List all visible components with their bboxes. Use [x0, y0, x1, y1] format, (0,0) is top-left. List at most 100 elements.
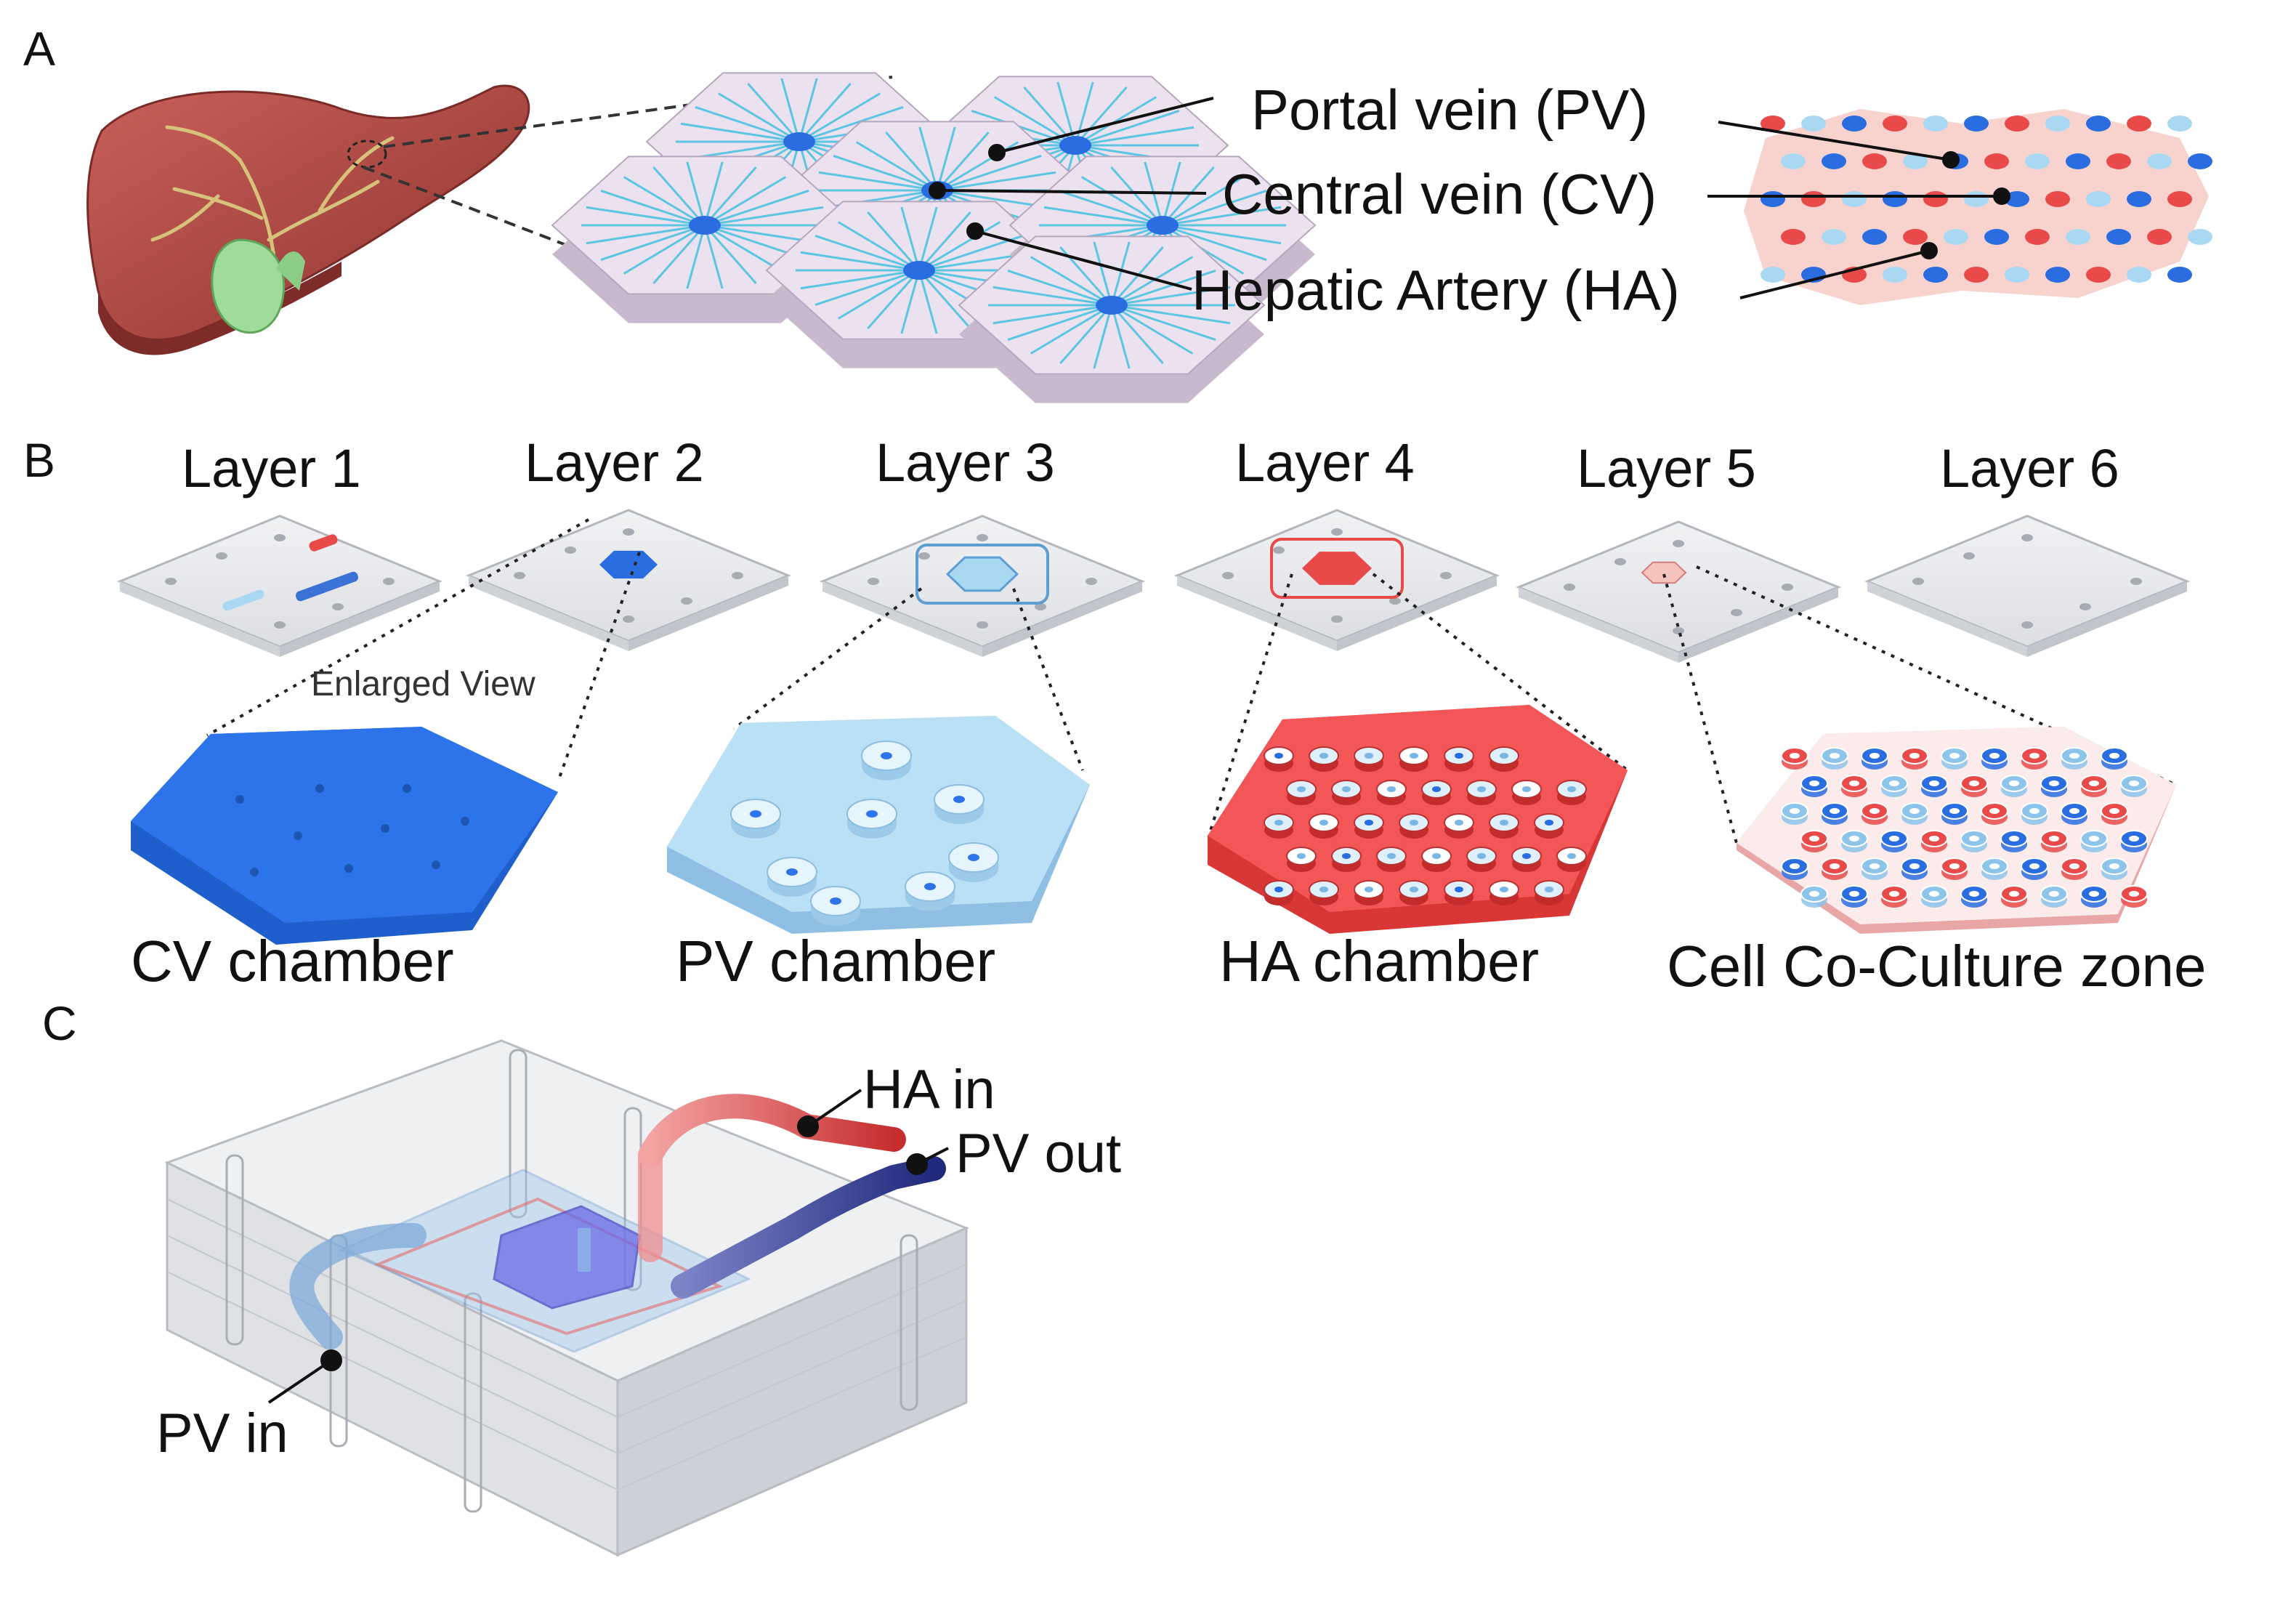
layer-plate-edge [1678, 587, 1838, 663]
label-hepatic-artery: Hepatic Artery (HA) [1192, 258, 1680, 322]
coculture-pattern-a [1744, 109, 2212, 305]
culture-well [1984, 229, 2009, 245]
coculture-well-center [2109, 753, 2119, 759]
layer1-channel [222, 589, 264, 611]
central-vein-dot [689, 216, 721, 235]
sinusoid-line [1059, 304, 1113, 365]
plate-hole [2079, 603, 2091, 610]
plate-hole [1086, 578, 1097, 585]
coculture-well-center [2029, 808, 2040, 814]
central-vein-dot [1059, 136, 1091, 155]
coculture-well-center [2049, 891, 2059, 897]
plate-hole [918, 552, 930, 560]
sinusoid-line [1007, 270, 1112, 307]
ha-post-center [1567, 853, 1576, 859]
sinusoid-line [1007, 304, 1112, 341]
sinusoid-line [918, 211, 971, 271]
culture-well [1761, 191, 1785, 207]
ha-post-center [1387, 853, 1396, 859]
plate-hole [1614, 558, 1626, 565]
culture-well [1883, 191, 1907, 207]
layer-plate-edge [1867, 581, 2027, 657]
layer-plate-edge [822, 581, 982, 657]
culture-well [1842, 116, 1867, 132]
plate-hole [2021, 534, 2033, 541]
culture-well [1761, 267, 1785, 283]
coculture-well-center [2049, 836, 2059, 842]
plate-hole [1273, 546, 1285, 554]
sinusoid-line [780, 78, 801, 142]
layer-plate-edge [280, 581, 440, 657]
sinusoid-line [1111, 270, 1216, 307]
culture-well [1964, 267, 1989, 283]
coculture-well-center [1809, 780, 1819, 786]
panel-letter-b: B [23, 433, 56, 487]
coculture-well-center [2069, 753, 2079, 759]
culture-well [2066, 229, 2090, 245]
sinusoid-line [937, 155, 1042, 192]
sinusoid-line [918, 221, 1001, 272]
sinusoid-line [652, 166, 706, 226]
plate-hole [383, 578, 395, 585]
culture-well [1903, 153, 1928, 169]
layer4-ha-hex [1302, 552, 1372, 585]
plate-hole [623, 528, 634, 536]
sinusoid-line [704, 190, 809, 227]
culture-well [2147, 153, 2172, 169]
sinusoid-line [680, 122, 800, 143]
sinusoid-line [818, 171, 938, 192]
culture-well [2086, 267, 2111, 283]
sinusoid-line [1030, 304, 1112, 355]
ha-post-center [1365, 820, 1373, 826]
pv-post-center [924, 883, 936, 890]
sinusoid-line [1074, 86, 1128, 146]
pv-post-center [830, 897, 841, 905]
ha-post-center [1319, 820, 1328, 826]
sinusoid-line [799, 92, 881, 143]
sinusoid-line [703, 161, 724, 226]
sinusoid-line [798, 78, 818, 142]
sinusoid-line [918, 270, 938, 334]
coculture-well-center [1849, 836, 1859, 842]
layer-plates [117, 509, 2190, 663]
sinusoid-line [936, 126, 956, 191]
sinusoid-line [1161, 166, 1215, 226]
layer5-coculture-hex [1641, 561, 1687, 584]
coculture-well-center [2069, 863, 2079, 869]
pv-post-center [953, 796, 965, 803]
coculture-well-center [2109, 808, 2119, 814]
plate-hole [1035, 603, 1046, 610]
sinusoid-line [837, 221, 920, 272]
plate-hole [868, 578, 879, 585]
culture-well [2005, 191, 2029, 207]
coculture-well-center [1929, 780, 1939, 786]
label-central-vein: Central vein (CV) [1222, 162, 1657, 226]
sinusoid-line [586, 224, 706, 245]
coculture-well-center [2009, 836, 2019, 842]
sinusoid-line [993, 304, 1112, 325]
culture-well [1883, 116, 1907, 132]
layer1-ha-channel [309, 534, 338, 552]
plate-hole [1331, 528, 1343, 536]
label-ha-chamber: HA chamber [1219, 929, 1540, 993]
label-cv-chamber: CV chamber [131, 929, 454, 993]
pv-chamber-hex [667, 716, 1090, 934]
plate-hole [1564, 584, 1575, 591]
coculture-well-center [2129, 891, 2139, 897]
ha-post-center [1319, 753, 1328, 759]
label-ha-in: HA in [863, 1059, 995, 1121]
sinusoid-line [1111, 256, 1194, 307]
layer4-channel [1270, 538, 1404, 599]
sinusoid-line [695, 106, 800, 143]
pv-post-center [968, 854, 979, 861]
device-port-leaders [267, 1089, 949, 1404]
culture-well [1964, 116, 1989, 132]
ha-post-center [1522, 786, 1531, 792]
coculture-well-center [1849, 891, 1859, 897]
coculture-well-center [1869, 753, 1880, 759]
coculture-well-center [1989, 753, 2000, 759]
ha-post-center [1297, 786, 1306, 792]
pv-post-center [786, 868, 798, 876]
ha-post-center [1410, 753, 1418, 759]
label-coculture-zone: Cell Co-Culture zone [1667, 934, 2207, 998]
